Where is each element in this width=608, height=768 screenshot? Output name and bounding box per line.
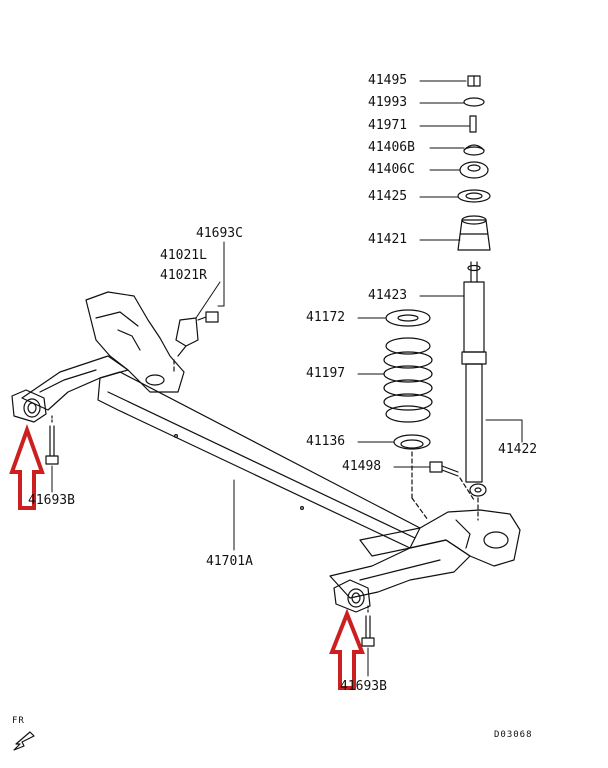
right-bushing — [333, 579, 371, 613]
label-41422: 41422 — [498, 442, 538, 457]
bolt-41498 — [429, 461, 459, 477]
label-41406b: 41406B — [368, 140, 415, 155]
bushing-41406b — [463, 144, 485, 156]
left-bushing-bolt — [45, 415, 59, 465]
label-41021l: 41021L — [160, 248, 207, 263]
collar-41971 — [469, 115, 477, 133]
label-41993: 41993 — [368, 95, 408, 110]
label-41423: 41423 — [368, 288, 408, 303]
right-bushing-bolt — [361, 605, 375, 647]
spring-seat-41136 — [393, 434, 431, 450]
leader-lines — [51, 80, 523, 677]
label-41172: 41172 — [306, 310, 346, 325]
bolt-41693c — [197, 311, 219, 323]
front-direction-icon — [13, 731, 35, 751]
label-41693c: 41693C — [196, 226, 243, 241]
coil-spring-41197 — [383, 337, 433, 423]
assembly-lines — [173, 359, 479, 521]
label-41701a: 41701A — [206, 554, 253, 569]
front-direction-label: FR — [12, 716, 25, 726]
label-41406c: 41406C — [368, 162, 415, 177]
label-41971: 41971 — [368, 118, 408, 133]
label-41693b-left: 41693B — [28, 493, 75, 508]
label-41136: 41136 — [306, 434, 346, 449]
label-41498: 41498 — [342, 459, 382, 474]
label-41425: 41425 — [368, 189, 408, 204]
left-bushing — [11, 389, 47, 423]
bushing-41406c — [459, 161, 489, 179]
label-41693b-right: 41693B — [340, 679, 387, 694]
spring-seat-41172 — [385, 309, 431, 327]
red-arrow-left-icon — [9, 424, 45, 510]
label-41421: 41421 — [368, 232, 408, 247]
diagram-code: D03068 — [494, 730, 533, 740]
bracket-41021 — [175, 317, 199, 357]
label-41021r: 41021R — [160, 268, 207, 283]
nut-41495 — [467, 75, 481, 87]
label-41197: 41197 — [306, 366, 346, 381]
washer-41993 — [463, 97, 485, 107]
shock-absorber-41423 — [461, 261, 487, 497]
label-41495: 41495 — [368, 73, 408, 88]
red-arrow-right-icon — [329, 608, 365, 690]
cup-41425 — [457, 189, 491, 203]
bump-stopper-41421 — [457, 215, 491, 251]
axle-beam — [21, 291, 521, 599]
